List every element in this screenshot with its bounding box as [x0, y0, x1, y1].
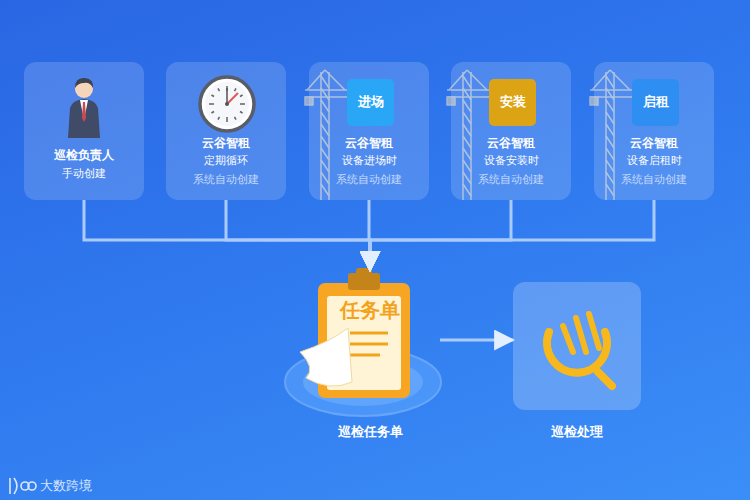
node-text: 云谷智租: [309, 136, 429, 150]
source-card: 云谷智租设备启租时系统自动创建启租: [594, 62, 714, 200]
source-card: 云谷智租设备进场时系统自动创建进场: [309, 62, 429, 200]
flow-connector: [370, 200, 654, 270]
task-clipboard: [285, 268, 441, 416]
flow-connector: [84, 200, 370, 270]
node-text: 云谷智租: [451, 136, 571, 150]
node-text: 设备安装时: [451, 154, 571, 167]
watermark-logo: [10, 478, 36, 494]
flow-connector: [440, 339, 513, 342]
node-text: 系统自动创建: [309, 173, 429, 186]
process-icon: [513, 282, 641, 410]
node-text: 系统自动创建: [451, 173, 571, 186]
source-card: 云谷智租设备安装时系统自动创建安装: [451, 62, 571, 200]
node-text: 云谷智租: [594, 136, 714, 150]
source-card: 巡检负责人手动创建: [24, 62, 144, 200]
node-text: 手动创建: [24, 167, 144, 180]
node-text: 任务单: [300, 298, 440, 322]
node-text: 定期循环: [166, 154, 286, 167]
source-card: 云谷智租定期循环系统自动创建: [166, 62, 286, 200]
node-text: 安装: [489, 94, 536, 110]
flow-connector: [226, 200, 370, 270]
node-text: 启租: [632, 94, 679, 110]
node-text: 系统自动创建: [594, 173, 714, 186]
node-text: 设备进场时: [309, 154, 429, 167]
node-text: 巡检负责人: [24, 148, 144, 162]
event-badge: 进场: [347, 79, 394, 126]
node-text: 巡检任务单: [300, 424, 440, 440]
event-badge: 安装: [489, 79, 536, 126]
node-text: 巡检处理: [513, 424, 641, 440]
node-text: 设备启租时: [594, 154, 714, 167]
node-text: 系统自动创建: [166, 173, 286, 186]
task-sheet: 任务单巡检任务单: [300, 270, 440, 446]
event-badge: 启租: [632, 79, 679, 126]
flow-connector: [370, 200, 511, 270]
process-step: 巡检处理: [513, 282, 641, 446]
watermark-text: 大数跨境: [40, 477, 92, 495]
node-text: 云谷智租: [166, 136, 286, 150]
node-text: 进场: [347, 94, 394, 110]
